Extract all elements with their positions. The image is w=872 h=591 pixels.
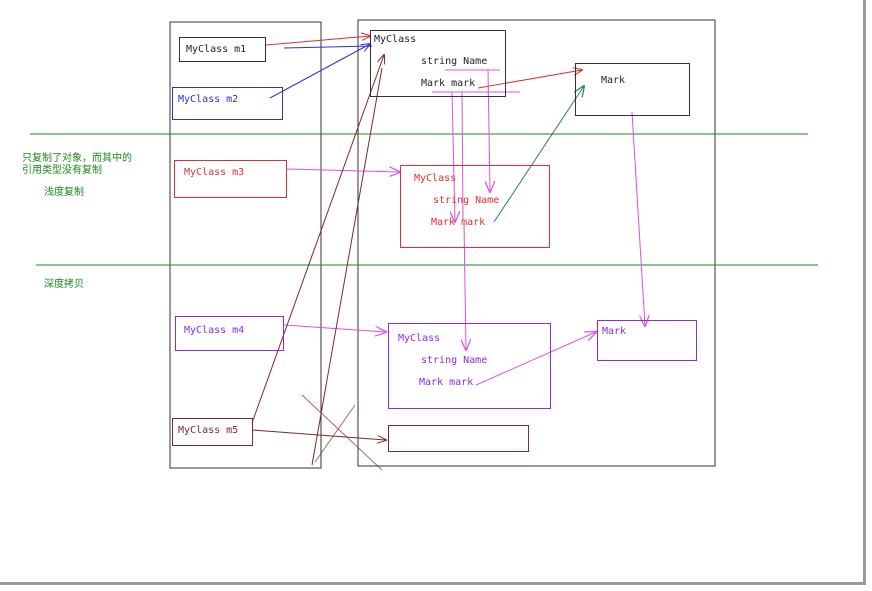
stack-var-m1: MyClass m1 [179,37,266,62]
heap-mark-2: Mark [597,320,697,361]
heap-object-1: MyClass string Name Mark mark [370,30,506,97]
stack-var-m5-label: MyClass m5 [178,425,239,436]
shallow-copy-description-line-1: 只复制了对象，而其中的 [22,153,132,164]
shallow-copy-description-line-2: 引用类型没有复制 [22,165,102,176]
arrow-copy-name-down [488,69,490,192]
arrow-deep-copy-object [464,221,466,350]
shallow-copy-description: 只复制了对象，而其中的 引用类型没有复制 [22,153,132,177]
heap-object-3-name-field: string Name [421,355,488,366]
crossout-line-1 [301,394,383,471]
heap-object-3-mark-field: Mark mark [419,377,474,388]
stack-var-m3-label: MyClass m3 [184,167,245,178]
heap-mark-1: Mark [575,63,690,116]
heap-object-1-title: MyClass [374,34,417,45]
heap-object-2-name-field: string Name [433,195,500,206]
heap-empty-box [388,425,529,452]
stack-region [169,21,322,469]
arrow-mark1-to-mark2 [631,111,645,326]
stack-var-m4: MyClass m4 [175,316,284,351]
stack-var-m3: MyClass m3 [174,160,287,198]
arrow-m4-to-object3 [283,324,386,332]
arrow-m2-to-object-b [283,45,373,49]
heap-mark-2-title: Mark [602,326,627,337]
arrow-m5-to-object-extra [311,67,383,466]
arrow-m5-to-empty [252,429,386,440]
heap-object-1-mark-field: Mark mark [421,78,476,89]
arrow-m1-to-object [265,36,370,46]
heap-object-3: MyClass string Name Mark mark [388,323,551,409]
heap-object-3-title: MyClass [398,333,441,344]
arrow-obj2-mark-to-mark1 [493,86,584,223]
heap-mark-1-title: Mark [601,75,626,86]
heap-object-2-mark-field: Mark mark [431,217,486,228]
stack-var-m4-label: MyClass m4 [184,325,245,336]
deep-copy-label: 深度拷贝 [44,279,84,290]
stack-var-m1-label: MyClass m1 [186,44,247,55]
arrow-copy-mark-down-2 [461,91,464,221]
arrow-copy-mark-down [452,91,455,222]
stack-var-m2-label: MyClass m2 [178,94,239,105]
arrow-m5-to-object [251,55,384,424]
arrow-obj1-mark-to-mark1 [477,70,582,89]
heap-region [357,19,716,467]
arrow-m3-to-object2 [286,169,400,172]
crossout-line-2 [314,404,356,463]
heap-object-2: MyClass string Name Mark mark [400,165,550,248]
shallow-copy-label: 浅度复制 [44,187,84,198]
heap-object-1-name-field: string Name [421,56,488,67]
arrow-m2-to-object-a [269,44,370,99]
heap-object-2-title: MyClass [414,173,457,184]
stack-var-m2: MyClass m2 [172,87,283,120]
arrow-obj3-mark-to-mark2 [475,332,596,386]
stack-var-m5: MyClass m5 [172,418,253,446]
